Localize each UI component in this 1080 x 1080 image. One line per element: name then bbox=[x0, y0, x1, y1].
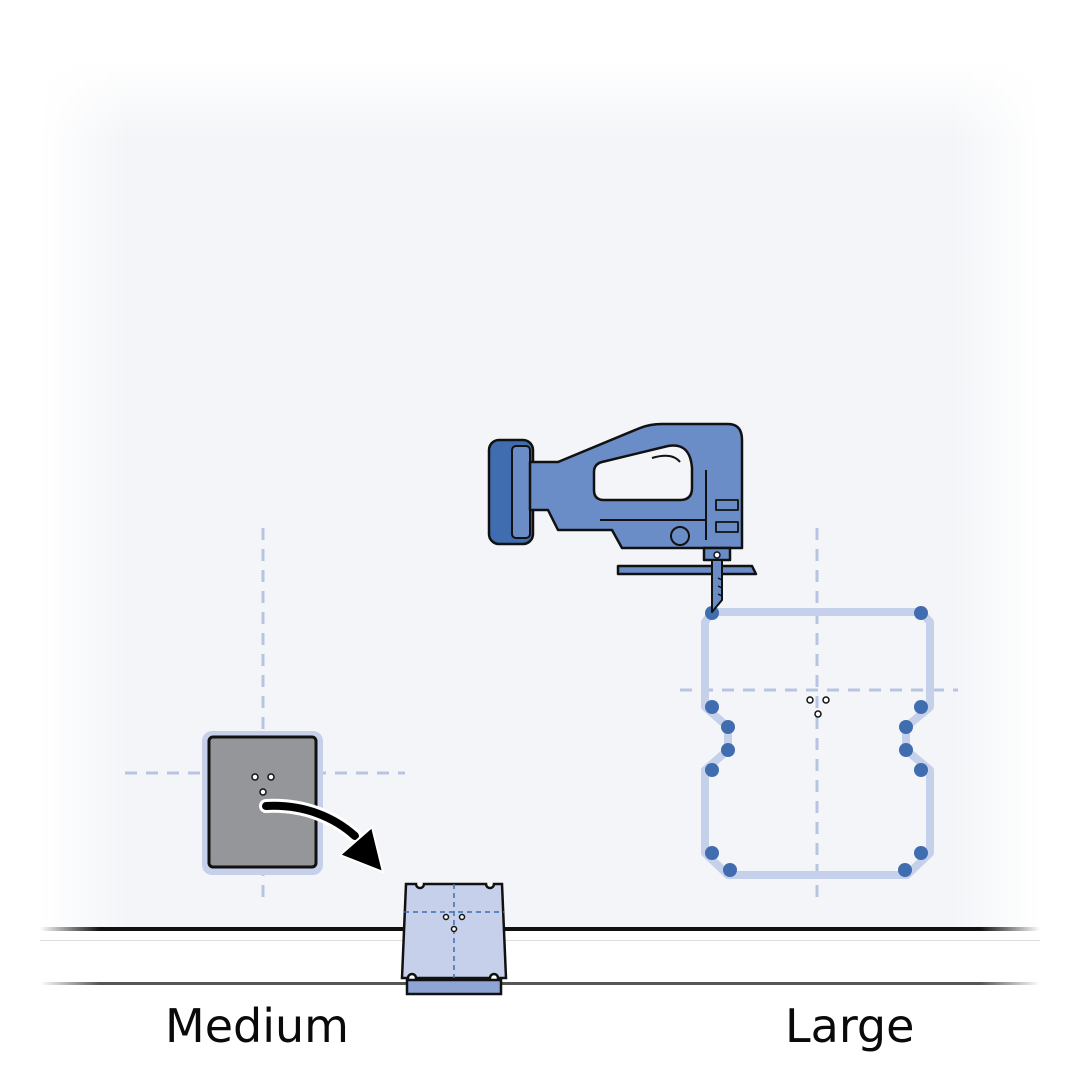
medium-guide-lines bbox=[125, 528, 405, 905]
medium-label: Medium bbox=[165, 999, 349, 1053]
curved-arrow-icon bbox=[259, 798, 385, 874]
small-piece bbox=[400, 882, 508, 996]
jigsaw-icon bbox=[487, 422, 758, 613]
large-label: Large bbox=[785, 999, 915, 1053]
cut-points bbox=[705, 606, 928, 877]
large-guide-lines bbox=[680, 528, 958, 905]
large-cut-path bbox=[701, 606, 934, 879]
conveyor-rail bbox=[40, 927, 1040, 985]
